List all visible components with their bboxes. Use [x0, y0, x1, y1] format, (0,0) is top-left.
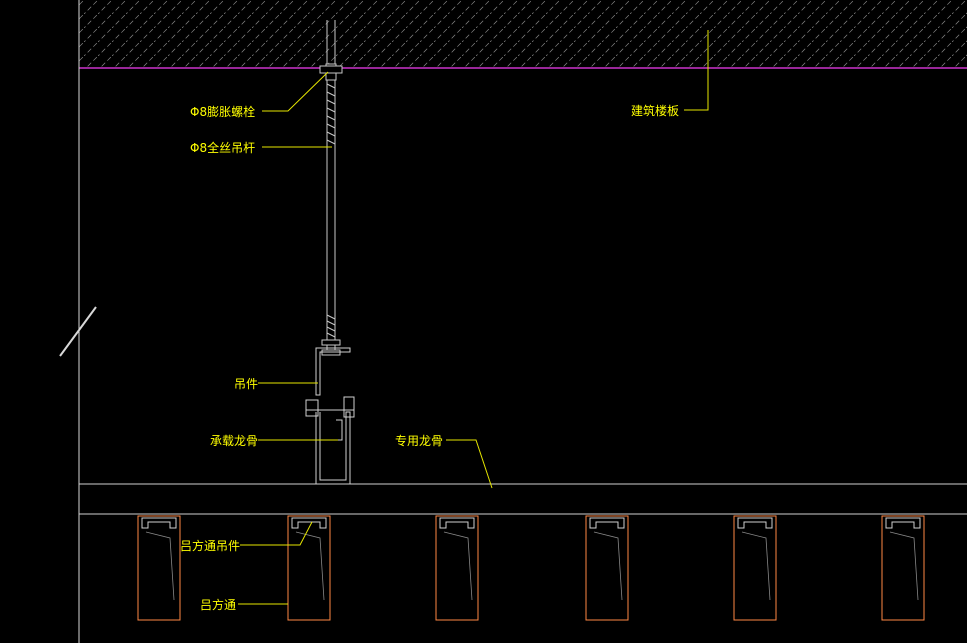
threaded-rod [319, 20, 343, 356]
label-aluminum-tube: 吕方通 [200, 597, 236, 612]
label-special-keel: 专用龙骨 [395, 433, 443, 448]
label-expansion-bolt: Φ8膨胀螺栓 [190, 104, 255, 119]
aluminum-tube [585, 515, 629, 621]
aluminum-tube [733, 515, 777, 621]
label-threaded-rod: Φ8全丝吊杆 [190, 140, 255, 155]
aluminum-tube [287, 515, 331, 621]
label-main-keel: 承载龙骨 [210, 434, 258, 448]
break-mark [59, 306, 97, 357]
label-hanger: 吊件 [234, 377, 258, 391]
aluminum-tube [881, 515, 925, 621]
slab-hatch [79, 0, 967, 68]
label-building-slab: 建筑楼板 [631, 103, 679, 118]
label-tube-hanger: 吕方通吊件 [180, 538, 240, 553]
leader-lines [238, 30, 709, 605]
aluminum-tube [137, 515, 181, 621]
aluminum-tube [435, 515, 479, 621]
hanger-bracket [315, 347, 351, 396]
